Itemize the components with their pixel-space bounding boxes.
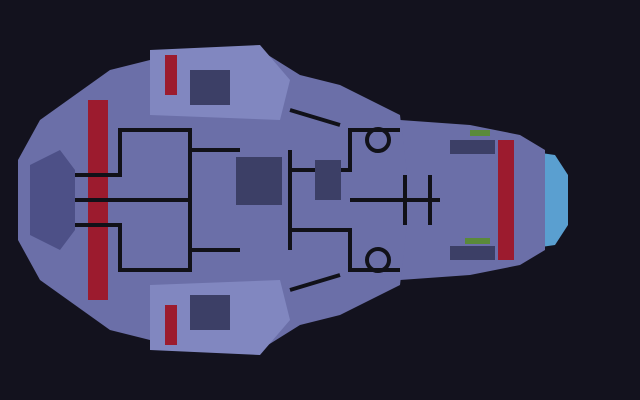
- spaceship: [18, 45, 568, 355]
- red-stripe: [498, 140, 514, 260]
- green-accent: [465, 238, 490, 244]
- trim-lines: [75, 108, 440, 292]
- green-accent: [470, 130, 490, 136]
- grate-block: [315, 160, 341, 200]
- red-stripe: [165, 305, 177, 345]
- main-hull: [18, 50, 410, 350]
- porthole: [365, 127, 391, 153]
- center-grate: [236, 157, 282, 205]
- cockpit: [30, 150, 75, 250]
- porthole: [365, 247, 391, 273]
- vent-grilles: [190, 70, 495, 330]
- red-stripe: [165, 55, 177, 95]
